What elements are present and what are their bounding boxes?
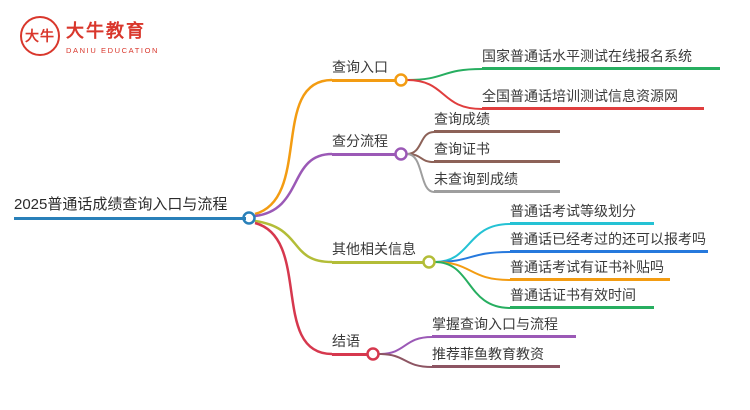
connector-child-valid-time — [434, 261, 511, 309]
leaf-node-grade-division: 普通话考试等级划分 — [510, 203, 654, 225]
logo-name: 大牛教育 — [66, 21, 146, 41]
branch-node-query-entrance: 查询入口 — [332, 58, 396, 82]
branch-node-score-process: 查分流程 — [332, 132, 396, 156]
connector-branch-query-entrance — [254, 78, 333, 216]
connector-child-no-score — [406, 153, 435, 193]
logo-seal-icon: 大牛 — [20, 16, 60, 56]
connector-branch-other-info — [254, 219, 333, 264]
connector-child-national-system — [406, 68, 483, 81]
branch-node-other-info: 其他相关信息 — [332, 240, 424, 264]
leaf-node-no-score: 未查询到成绩 — [434, 171, 560, 193]
connector-branch-conclusion — [254, 221, 333, 356]
logo-subtitle: DANIU EDUCATION — [66, 46, 160, 55]
leaf-node-national-system: 国家普通话水平测试在线报名系统 — [482, 48, 720, 70]
branch-circle-score-process — [394, 147, 408, 161]
branch-node-conclusion: 结语 — [332, 332, 368, 356]
leaf-node-check-score: 查询成绩 — [434, 111, 560, 133]
connector-child-check-score — [406, 131, 435, 155]
connector-child-resource-net — [406, 79, 483, 110]
leaf-node-subsidy: 普通话考试有证书补贴吗 — [510, 259, 670, 281]
root-node: 2025普通话成绩查询入口与流程 — [14, 196, 246, 220]
branch-circle-other-info — [422, 255, 436, 269]
leaf-node-master-process: 掌握查询入口与流程 — [432, 316, 576, 338]
connector-child-recommend — [378, 353, 433, 368]
connector-child-master-process — [378, 336, 433, 355]
branch-circle-conclusion — [366, 347, 380, 361]
branch-circle-query-entrance — [394, 73, 408, 87]
logo-seal-text: 大牛 — [25, 28, 55, 44]
leaf-node-check-cert: 查询证书 — [434, 141, 560, 163]
leaf-node-valid-time: 普通话证书有效时间 — [510, 287, 654, 309]
logo-text-block: 大牛教育 DANIU EDUCATION — [66, 17, 159, 55]
leaf-node-retake: 普通话已经考过的还可以报考吗 — [510, 231, 708, 253]
connector-branch-score-process — [254, 152, 333, 218]
logo: 大牛 大牛教育 DANIU EDUCATION — [20, 16, 159, 56]
leaf-node-resource-net: 全国普通话培训测试信息资源网 — [482, 88, 704, 110]
leaf-node-recommend: 推荐菲鱼教育教资 — [432, 346, 560, 368]
